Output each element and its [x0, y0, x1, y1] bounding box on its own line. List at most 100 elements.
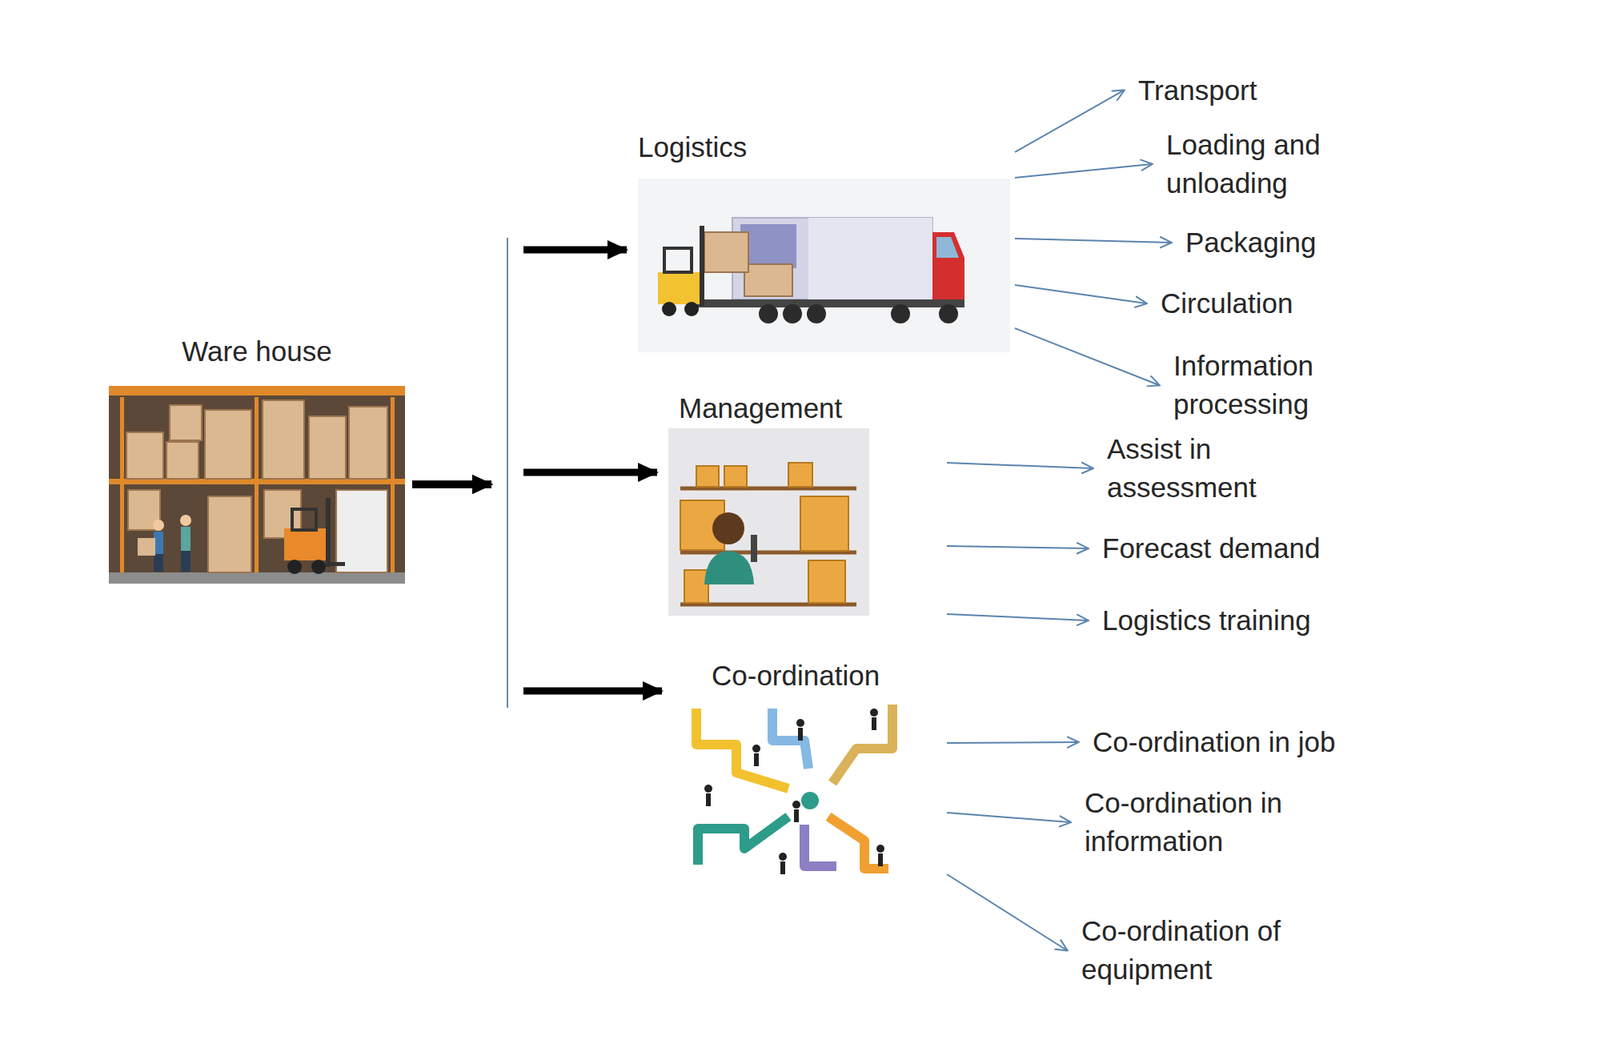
item-text-node: Information processing	[1173, 346, 1384, 425]
forklift-part	[287, 559, 302, 574]
warehouse-illustration-part	[390, 396, 395, 573]
forklift-part	[657, 272, 700, 305]
truck-illustration-part-part	[782, 304, 803, 324]
forklift-part	[661, 301, 677, 317]
item-arrow	[1014, 164, 1152, 178]
item-arrow	[946, 741, 1079, 743]
truck-illustration-part-part	[890, 304, 911, 324]
forklift-part	[699, 225, 705, 306]
item-label: Assist in assessment	[1106, 429, 1317, 508]
warehouse-illustration-part	[108, 385, 406, 396]
branch-arrow-shaft	[412, 481, 492, 489]
truck-illustration-part	[732, 217, 933, 300]
item-text-node: Co-ordination of equipment	[1081, 911, 1346, 990]
person-figure-part	[871, 717, 877, 730]
item-arrow	[946, 462, 1093, 469]
item-label: Transport	[1138, 71, 1379, 110]
forklift-part	[684, 301, 699, 317]
branch-arrow	[412, 484, 662, 691]
branch-arrow	[412, 249, 627, 485]
truck-illustration	[637, 178, 1011, 353]
warehouse-illustration-part-part	[262, 400, 305, 479]
item-label: Loading and unloading	[1166, 125, 1376, 204]
person-figure-part	[797, 727, 803, 741]
branch-arrow-shaft	[412, 481, 492, 489]
management-illustration-part-part	[684, 569, 709, 603]
person-figure-part	[753, 753, 759, 766]
person-figure-part	[752, 744, 761, 753]
forklift-part	[664, 248, 692, 273]
person-figure-part	[793, 809, 799, 823]
item-label: Packaging	[1185, 223, 1426, 262]
worker-part	[152, 519, 165, 531]
coordination-illustration	[696, 704, 893, 875]
coordination-illustration-part	[697, 816, 789, 865]
item-arrow	[1014, 238, 1171, 243]
warehouse-illustration-part-part	[208, 496, 252, 573]
truck-illustration-part	[758, 304, 959, 324]
forklift-part	[311, 559, 326, 574]
warehouse-illustration-part-part	[348, 406, 388, 479]
item-label: Information processing	[1173, 346, 1384, 425]
warehouse-illustration-part-part	[308, 416, 346, 479]
item-text-node: Circulation	[1160, 284, 1401, 323]
item-arrow-line	[1014, 284, 1147, 304]
item-arrow-line	[946, 812, 1071, 823]
bracket-trunk	[506, 484, 509, 691]
worker-part	[153, 553, 164, 572]
worker-part	[180, 550, 191, 572]
warehouse-illustration-part	[108, 385, 406, 584]
logistics-node: Logistics	[637, 128, 1011, 353]
person-part	[712, 512, 745, 545]
coordination-illustration-part	[832, 704, 893, 783]
person-figure-part	[778, 852, 787, 861]
coordination-illustration-part	[804, 824, 837, 867]
warehouse-illustration-part	[126, 400, 388, 573]
item-text-node: Assist in assessment	[1106, 429, 1317, 508]
warehouse-illustration	[108, 385, 406, 584]
management-illustration-part-part	[808, 560, 846, 603]
item-arrow-line	[1014, 328, 1159, 385]
worker	[137, 514, 192, 572]
item-arrow	[946, 545, 1088, 549]
worker-part	[137, 537, 156, 556]
item-label: Circulation	[1160, 284, 1401, 323]
person-figure-part	[705, 793, 711, 807]
item-arrow	[946, 613, 1088, 621]
item-arrow	[1014, 90, 1124, 153]
person-figure-part	[878, 853, 883, 867]
truck-illustration-part	[932, 232, 965, 306]
item-text-node: Co-ordination in job	[1092, 722, 1429, 762]
truck-illustration-part	[637, 178, 1011, 353]
item-text-node: Loading and unloading	[1166, 125, 1376, 204]
person-figure-part	[780, 861, 786, 875]
branch-arrow-shaft	[523, 246, 627, 254]
branch-arrow-shaft	[523, 687, 662, 695]
person-figure	[704, 708, 885, 875]
coordination-illustration-part	[828, 816, 889, 869]
item-text-node: Packaging	[1185, 223, 1426, 262]
warehouse-illustration-part-part	[204, 409, 252, 479]
branch-arrow-shaft	[412, 481, 492, 489]
bracket-trunk	[506, 249, 509, 485]
item-arrow	[1014, 328, 1159, 385]
management-illustration-part-part	[800, 496, 849, 551]
item-arrow	[946, 874, 1067, 951]
person-figure-part	[870, 708, 879, 717]
branch-arrow	[412, 472, 658, 485]
forklift-part	[704, 232, 749, 273]
person-figure-part	[704, 784, 713, 793]
warehouse-illustration-part	[120, 396, 125, 573]
item-arrow-line	[946, 613, 1088, 621]
forklift	[657, 225, 749, 317]
item-arrow-line	[1014, 164, 1152, 178]
item-text-node: Forecast demand	[1102, 529, 1391, 568]
warehouse-illustration-part	[254, 396, 259, 573]
forklift	[284, 497, 345, 574]
node-heading: Ware house	[108, 332, 406, 371]
node-heading: Logistics	[637, 128, 1011, 167]
management-illustration-part-part	[788, 462, 813, 487]
item-text-node: Co-ordination in information	[1084, 783, 1349, 862]
